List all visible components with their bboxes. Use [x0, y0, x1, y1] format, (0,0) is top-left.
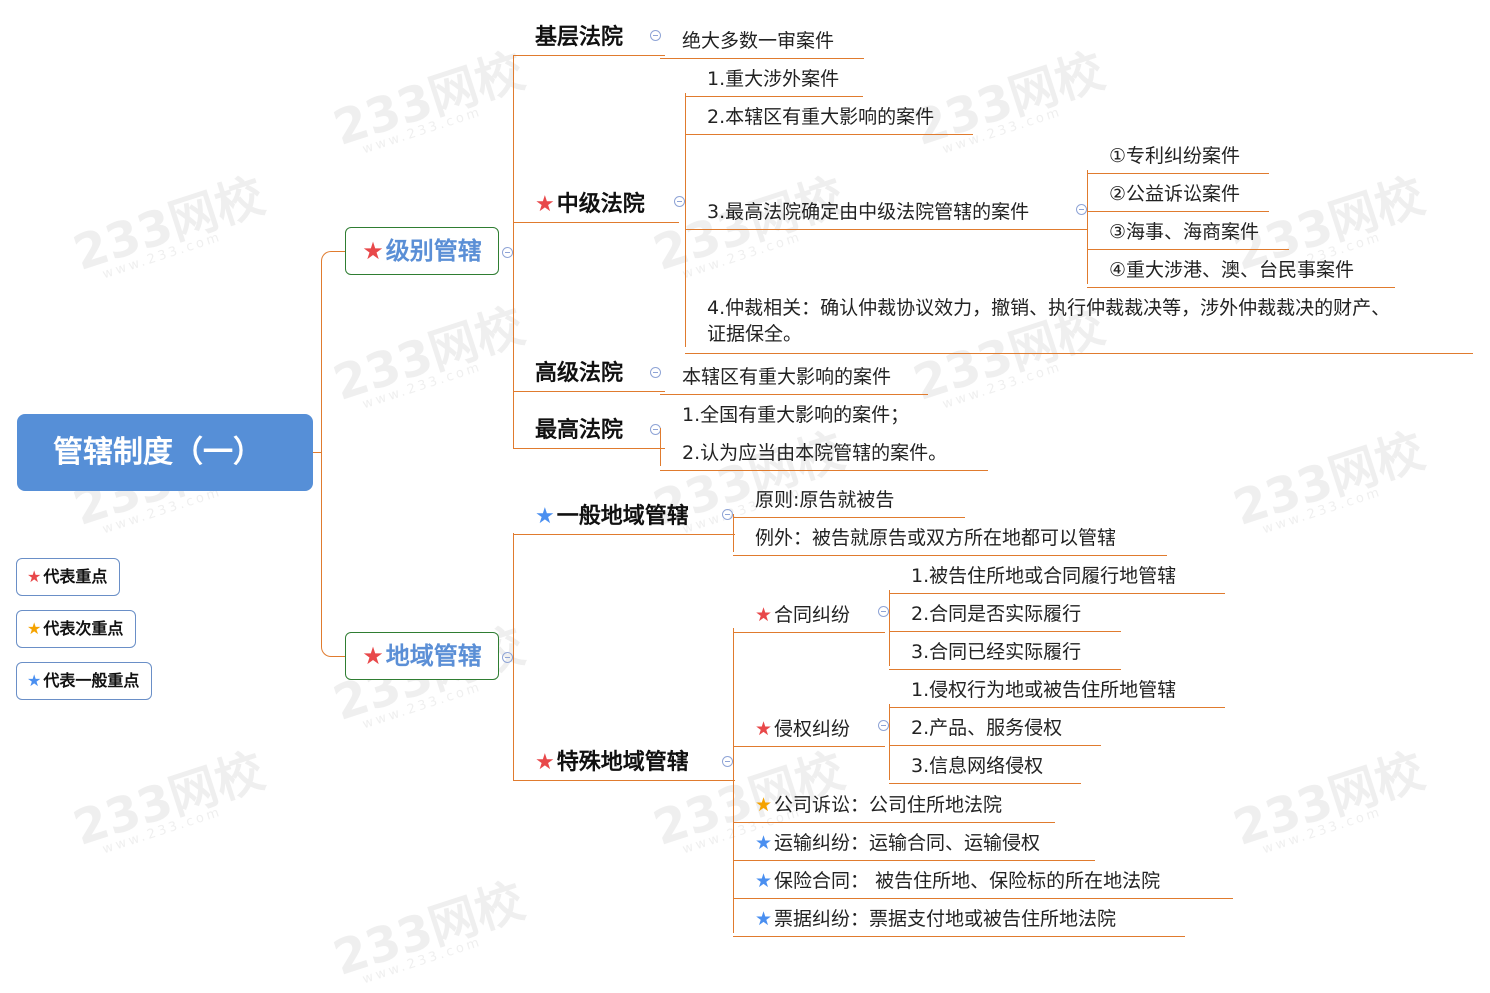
star-red-icon: ★ [755, 718, 773, 740]
legend-key-important: ★代表重点 [16, 558, 121, 596]
leaf-node: 2.合同是否实际履行 [889, 595, 1121, 632]
connector [660, 428, 661, 466]
leaf-node: 1.重大涉外案件 [685, 60, 863, 97]
bill-dispute-node: ★票据纠纷：票据支付地或被告住所地法院 [733, 900, 1185, 937]
leaf-node: 1.被告住所地或合同履行地管辖 [889, 557, 1225, 594]
connector [321, 251, 346, 657]
connector [513, 533, 514, 780]
insurance-contract-node: ★保险合同： 被告住所地、保险标的所在地法院 [733, 862, 1233, 899]
connector [889, 590, 890, 666]
leaf-node: 3.合同已经实际履行 [889, 633, 1121, 670]
collapse-toggle-icon[interactable] [722, 756, 733, 767]
connector [685, 93, 686, 347]
leaf-node: 1.侵权行为地或被告住所地管辖 [889, 671, 1225, 708]
connector [733, 628, 734, 933]
collapse-toggle-icon[interactable] [878, 606, 889, 617]
connector [889, 704, 890, 780]
leaf-node: 3.信息网络侵权 [889, 747, 1081, 784]
collapse-toggle-icon[interactable] [502, 247, 513, 258]
company-litigation-node: ★公司诉讼：公司住所地法院 [733, 786, 1055, 823]
star-red-icon: ★ [362, 642, 384, 670]
general-territorial-node[interactable]: ★一般地域管辖 [513, 498, 735, 535]
leaf-node: 4.仲裁相关：确认仲裁协议效力，撤销、执行仲裁裁决等，涉外仲裁裁决的财产、证据保… [685, 289, 1473, 354]
legend-key-general: ★代表一般重点 [16, 662, 153, 700]
collapse-toggle-icon[interactable] [674, 196, 685, 207]
leaf-node: 绝大多数一审案件 [660, 22, 864, 59]
special-territorial-node[interactable]: ★特殊地域管辖 [513, 744, 735, 781]
basic-court-node[interactable]: 基层法院 [513, 19, 665, 56]
collapse-toggle-icon[interactable] [650, 30, 661, 41]
star-red-icon: ★ [27, 567, 42, 586]
leaf-node: 例外：被告就原告或双方所在地都可以管辖 [733, 519, 1167, 556]
supreme-court-node[interactable]: 最高法院 [513, 412, 665, 449]
star-blue-icon: ★ [755, 870, 773, 892]
star-red-icon: ★ [362, 237, 384, 265]
leaf-node: ③海事、海商案件 [1087, 213, 1289, 250]
collapse-toggle-icon[interactable] [722, 509, 733, 520]
connector [313, 452, 322, 453]
leaf-node: 2.本辖区有重大影响的案件 [685, 98, 973, 135]
leaf-node: ①专利纠纷案件 [1087, 137, 1269, 174]
territorial-jurisdiction-node[interactable]: ★地域管辖 [345, 632, 499, 680]
root-title: 管辖制度（一） [53, 435, 263, 470]
leaf-node: 1.全国有重大影响的案件； [682, 404, 910, 426]
leaf-node: 2.认为应当由本院管辖的案件。 [660, 434, 988, 471]
collapse-toggle-icon[interactable] [650, 367, 661, 378]
star-red-icon: ★ [755, 604, 773, 626]
star-blue-icon: ★ [755, 908, 773, 930]
tort-dispute-node[interactable]: ★侵权纠纷 [733, 710, 885, 747]
collapse-toggle-icon[interactable] [878, 720, 889, 731]
intermediate-court-node[interactable]: ★中级法院 [513, 186, 679, 223]
star-yellow-icon: ★ [27, 619, 42, 638]
connector [1087, 170, 1088, 284]
leaf-node: 原则:原告就被告 [733, 481, 965, 518]
leaf-node: ②公益诉讼案件 [1087, 175, 1269, 212]
collapse-toggle-icon[interactable] [1076, 204, 1087, 215]
collapse-toggle-icon[interactable] [502, 652, 513, 663]
level-jurisdiction-node[interactable]: ★级别管辖 [345, 227, 499, 275]
star-red-icon: ★ [535, 750, 555, 775]
leaf-node: 2.产品、服务侵权 [889, 709, 1101, 746]
leaf-node: ④重大涉港、澳、台民事案件 [1087, 251, 1395, 288]
legend-key-secondary: ★代表次重点 [16, 610, 137, 648]
root-node[interactable]: 管辖制度（一） [17, 414, 313, 491]
star-yellow-icon: ★ [755, 794, 773, 816]
star-blue-icon: ★ [27, 671, 42, 690]
connector [513, 55, 514, 449]
designated-cases-node[interactable]: 3.最高法院确定由中级法院管辖的案件 [685, 193, 1087, 230]
high-court-node[interactable]: 高级法院 [513, 355, 665, 392]
contract-dispute-node[interactable]: ★合同纠纷 [733, 596, 885, 633]
star-blue-icon: ★ [755, 832, 773, 854]
connector [733, 514, 734, 552]
leaf-node: 本辖区有重大影响的案件 [660, 358, 928, 395]
star-red-icon: ★ [535, 192, 555, 217]
transport-dispute-node: ★运输纠纷：运输合同、运输侵权 [733, 824, 1095, 861]
star-blue-icon: ★ [535, 504, 555, 529]
